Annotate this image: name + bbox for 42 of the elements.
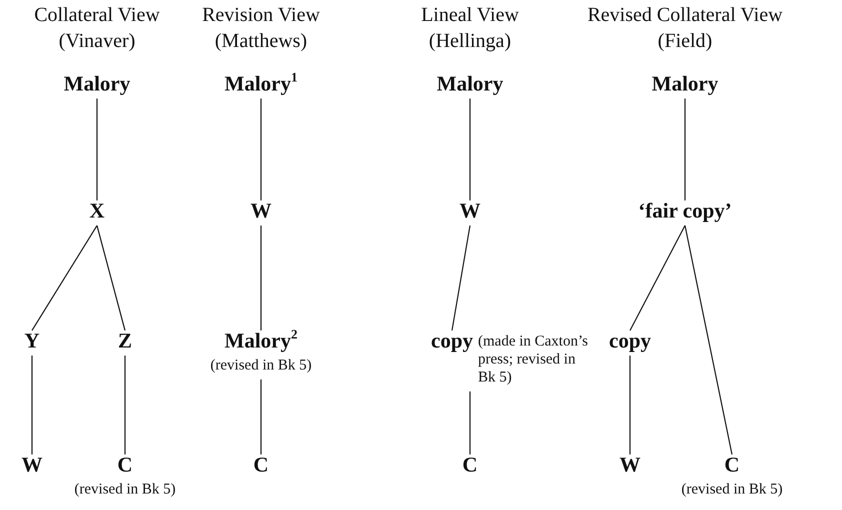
manuscript-name: W xyxy=(460,199,480,223)
stemma-line xyxy=(260,226,262,330)
stemma-line xyxy=(260,379,262,454)
manuscript-name: Y xyxy=(24,329,40,353)
manuscript-name: ‘fair copy’ xyxy=(638,199,732,223)
stemma-line xyxy=(451,225,471,331)
stemma-line xyxy=(32,225,98,331)
note-text: (revised in Bk 5) xyxy=(210,356,312,374)
column-heading: (Field) xyxy=(658,30,712,53)
column-heading: Revised Collateral View xyxy=(587,4,783,27)
manuscript-name: Malory xyxy=(64,72,130,96)
manuscript-name: Malory$^{1}$ xyxy=(224,72,298,96)
manuscript-name: C xyxy=(253,453,269,477)
manuscript-name: Malory xyxy=(652,72,718,96)
note-text: (revised in Bk 5) xyxy=(74,480,176,498)
manuscript-name: Z xyxy=(118,329,132,353)
manuscript-name: W xyxy=(22,453,42,477)
manuscript-name: X xyxy=(89,199,105,223)
column-heading: (Vinaver) xyxy=(58,30,136,53)
manuscript-name: copy xyxy=(609,329,651,353)
column-heading: (Matthews) xyxy=(214,30,308,53)
note-text: (made in Caxton’s press; revised in Bk 5) xyxy=(478,332,589,386)
manuscript-name: W xyxy=(250,199,272,223)
stemma-line xyxy=(469,98,471,200)
stemma-line xyxy=(629,356,631,454)
manuscript-name: W xyxy=(620,453,640,477)
stemma-line xyxy=(630,225,686,331)
column-heading: (Hellinga) xyxy=(428,30,512,53)
column-heading: Collateral View xyxy=(34,4,160,27)
stemma-line xyxy=(684,98,686,200)
stemma-line xyxy=(96,98,98,200)
stemma-line xyxy=(260,98,262,200)
manuscript-name: Malory xyxy=(436,72,504,96)
stemma-line xyxy=(31,356,33,454)
stemma-line xyxy=(96,225,126,331)
column-heading: Revision View xyxy=(202,4,320,27)
manuscript-name: C xyxy=(462,453,478,477)
stemma-line xyxy=(684,225,733,455)
stemma-line xyxy=(124,356,126,454)
column-heading: Lineal View xyxy=(421,4,519,27)
note-text: (revised in Bk 5) xyxy=(681,480,783,498)
stemma-line xyxy=(469,391,471,454)
